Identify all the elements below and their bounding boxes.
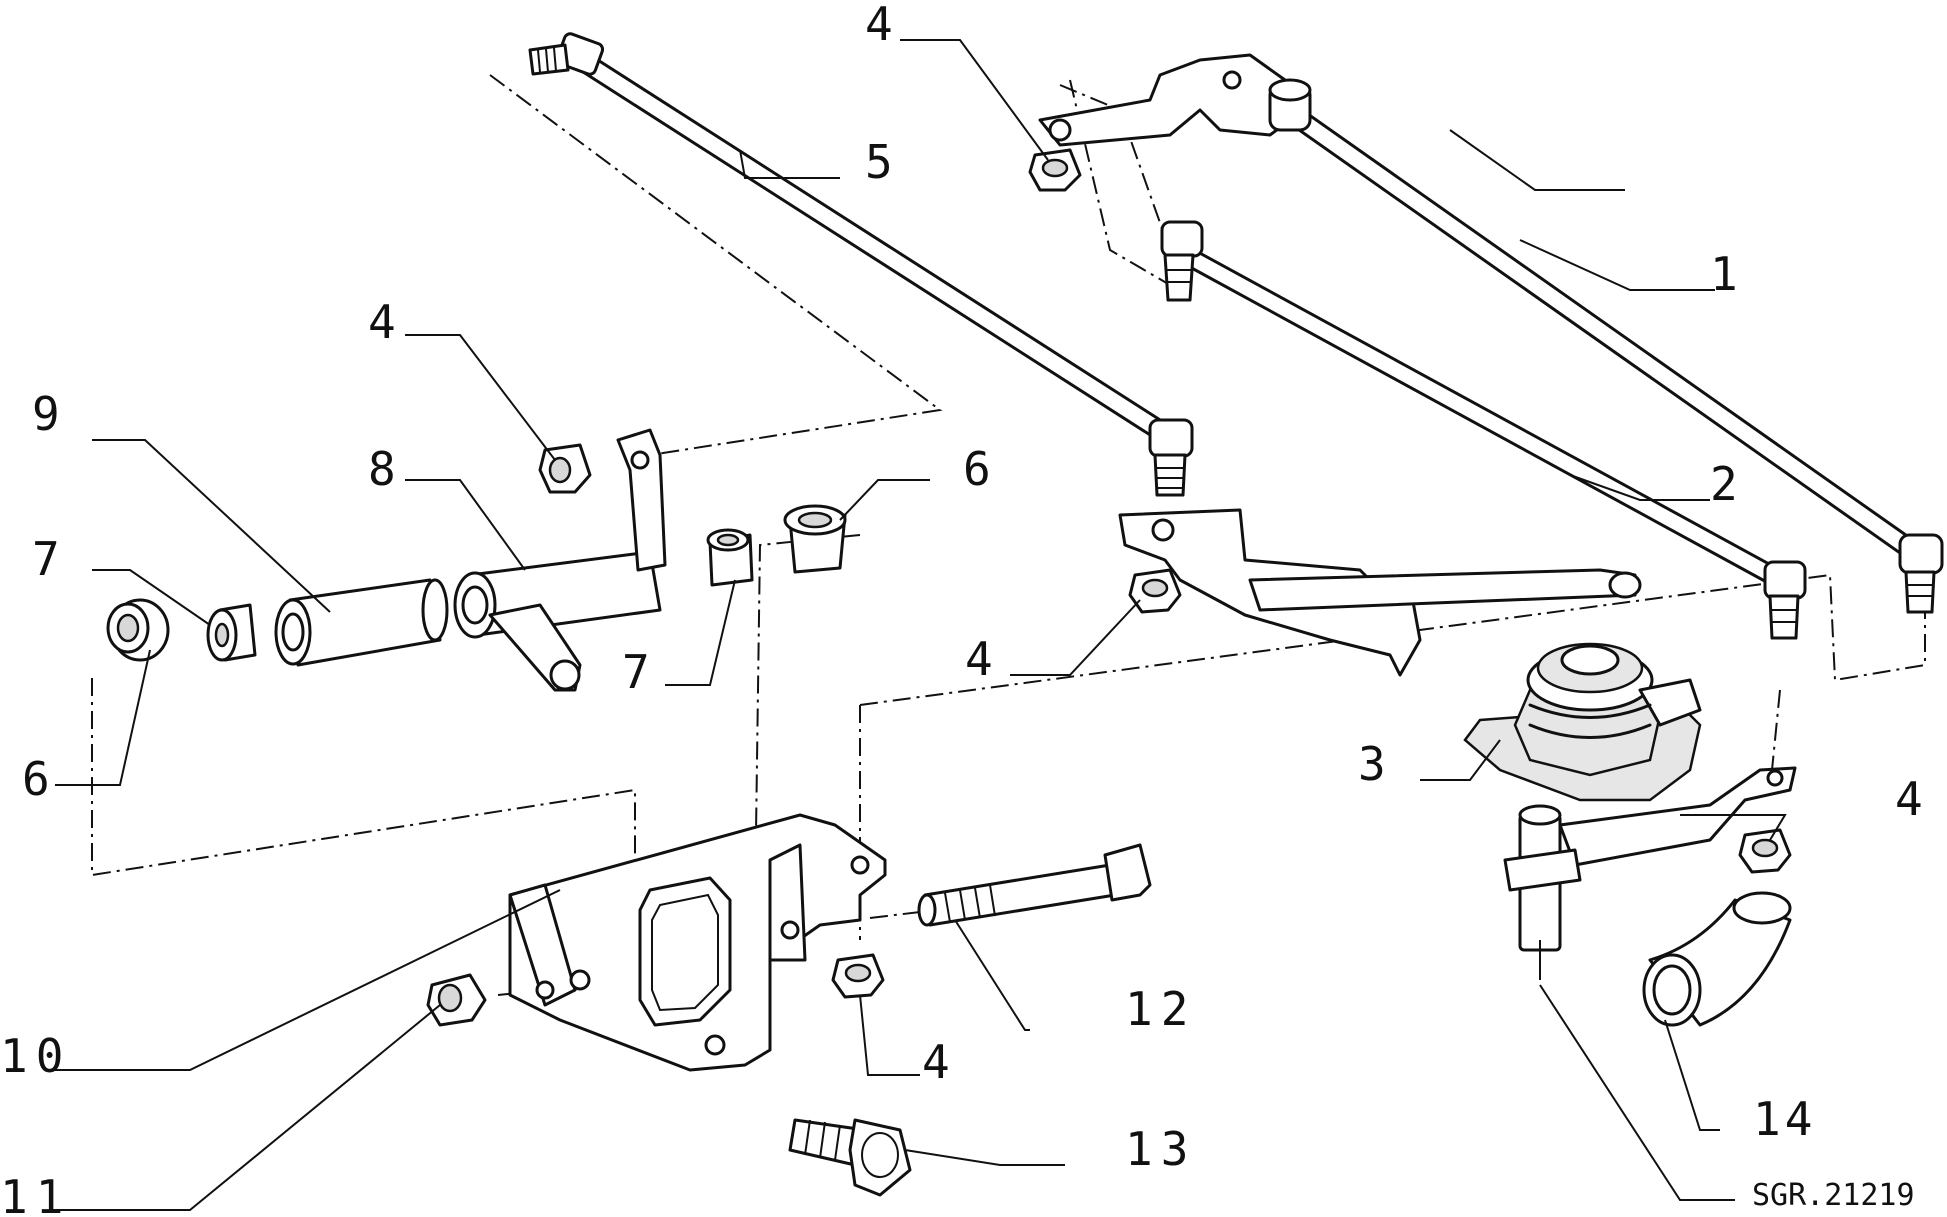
callout-6-right: 6 — [963, 442, 991, 496]
nut-4-d — [1738, 828, 1792, 874]
callout-6-left: 6 — [22, 752, 50, 806]
callout-2: 2 — [1710, 457, 1738, 511]
drawing-code: SGR.21219 — [1752, 1178, 1915, 1213]
upper-pivot-bracket — [1038, 53, 1312, 147]
bolt-13 — [788, 1118, 912, 1197]
seal-6-right — [783, 504, 847, 574]
callout-14: 14 — [1753, 1092, 1816, 1146]
motor-3 — [1463, 642, 1702, 802]
callout-7-left: 7 — [32, 532, 60, 586]
assembly-guide-lines — [91, 74, 1926, 996]
seal-6-left — [106, 598, 170, 662]
leader-lines — [50, 39, 1787, 1211]
callout-4-left: 4 — [368, 295, 396, 349]
callout-5: 5 — [865, 135, 893, 189]
callout-4-bottom: 4 — [922, 1035, 950, 1089]
callout-1: 1 — [1710, 247, 1738, 301]
bush-7-left — [206, 603, 257, 662]
bracket-10 — [508, 813, 887, 1072]
shaft-8 — [453, 428, 667, 692]
rod-2 — [1160, 220, 1807, 640]
callout-8: 8 — [368, 442, 396, 496]
bolt-12 — [917, 843, 1152, 927]
hose-14 — [1642, 891, 1792, 1027]
callout-4-right: 4 — [1895, 772, 1923, 826]
callout-13: 13 — [1125, 1122, 1196, 1176]
callout-12: 12 — [1125, 982, 1196, 1036]
callout-4-mid: 4 — [965, 632, 993, 686]
nut-11 — [426, 973, 487, 1027]
callout-9: 9 — [32, 387, 60, 441]
crank-arm — [1503, 766, 1797, 980]
callout-3: 3 — [1358, 737, 1386, 791]
tube-9 — [274, 578, 449, 667]
bush-7-right — [706, 528, 754, 587]
callout-11: 11 — [0, 1170, 71, 1217]
callout-4-top: 4 — [865, 0, 893, 51]
mid-bracket — [1118, 508, 1642, 677]
nut-4-a — [1028, 148, 1082, 192]
callout-10: 10 — [0, 1029, 71, 1083]
nut-4-e — [831, 953, 885, 999]
nut-4-b — [538, 443, 592, 494]
rod-5 — [528, 32, 1194, 497]
nut-4-c — [1128, 568, 1182, 614]
callout-7-right: 7 — [622, 645, 650, 699]
